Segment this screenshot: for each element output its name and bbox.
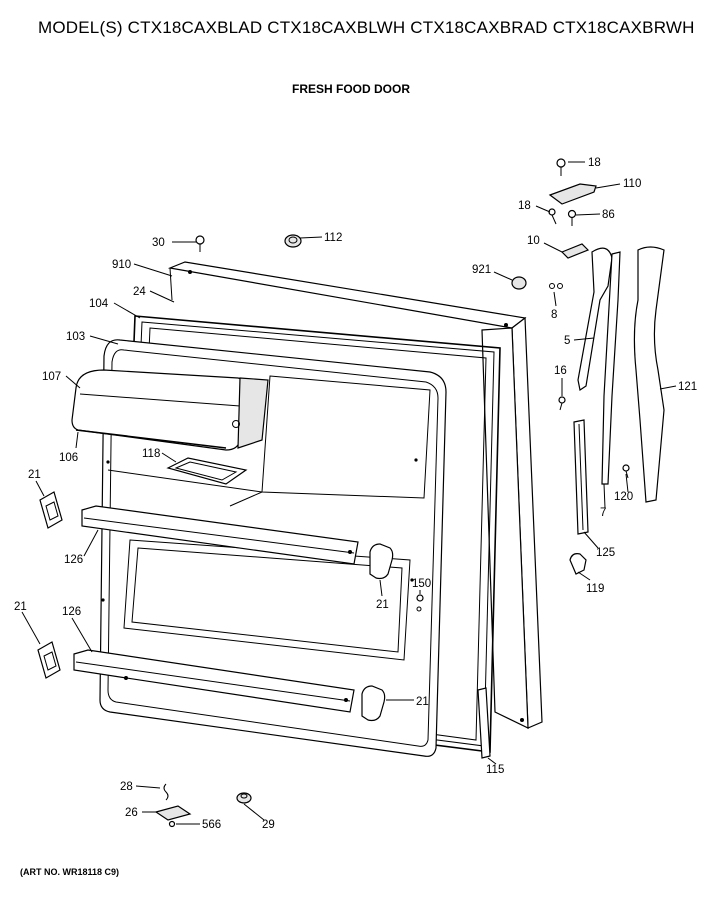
art-number: (ART NO. WR18118 C9)	[20, 867, 120, 877]
leader-lines	[21, 161, 677, 825]
callout-120: 120	[614, 491, 633, 503]
door-handle-121	[633, 246, 665, 503]
callout-21-d: 21	[416, 696, 429, 708]
screw-30	[195, 235, 205, 252]
hinge-bracket-10	[560, 243, 590, 259]
plug-112	[284, 234, 302, 248]
screw-18-top	[556, 158, 566, 176]
section-title: FRESH FOOD DOOR	[292, 82, 411, 96]
callout-86: 86	[602, 209, 615, 221]
callout-28: 28	[120, 781, 133, 793]
callout-566: 566	[202, 819, 221, 831]
callout-150: 150	[412, 578, 431, 590]
callout-18-top: 18	[588, 157, 601, 169]
callout-5: 5	[564, 335, 570, 347]
hinge-pin-8	[549, 283, 563, 289]
callout-110: 110	[623, 178, 641, 190]
callout-24: 24	[133, 286, 146, 298]
door-stop-115	[477, 687, 491, 759]
callout-125: 125	[596, 547, 615, 559]
callout-30: 30	[152, 237, 165, 249]
door-shelf-upper	[81, 505, 359, 565]
model-list-header: MODEL(S) CTX18CAXBLAD CTX18CAXBLWH CTX18…	[38, 18, 695, 37]
screw-120	[622, 464, 630, 479]
screw-18-mid	[548, 208, 557, 225]
callout-21-a: 21	[28, 469, 41, 481]
shelf-end-cap-right-lower	[361, 685, 386, 722]
callout-29: 29	[262, 819, 275, 831]
callout-104: 104	[89, 298, 109, 310]
bracket-26	[154, 805, 192, 821]
door-shelf-lower	[73, 649, 355, 713]
callout-921: 921	[472, 264, 491, 276]
callout-103: 103	[66, 331, 85, 343]
handle-trim-7	[601, 251, 621, 485]
callout-115: 115	[486, 764, 504, 776]
callout-21-c: 21	[14, 601, 27, 613]
callout-910: 910	[112, 259, 131, 271]
shelf-end-cap-right-upper	[369, 543, 394, 580]
screw-16	[558, 396, 566, 411]
callout-107: 107	[42, 371, 61, 383]
callout-112: 112	[324, 232, 342, 244]
screw-566	[168, 820, 176, 828]
butter-tray	[166, 457, 248, 485]
callout-106: 106	[59, 452, 78, 464]
cap-921	[511, 276, 527, 290]
screw-86	[567, 209, 577, 226]
callout-8: 8	[551, 309, 557, 321]
spring-28	[163, 783, 169, 801]
shelf-end-cap-left-upper	[39, 491, 63, 529]
callout-21-b: 21	[376, 599, 389, 611]
plug-150	[416, 594, 424, 612]
callout-16: 16	[554, 365, 567, 377]
shelf-end-cap-left-lower	[37, 641, 61, 679]
callout-26: 26	[125, 807, 138, 819]
bushing-29	[236, 792, 252, 804]
callout-118: 118	[142, 448, 160, 460]
end-cap-119	[569, 553, 587, 575]
handle-strip-125	[573, 419, 589, 535]
callout-labels: 18 110 18 86 10 30 112 910 921 24 104 8 …	[14, 157, 697, 831]
hinge-cover-110	[548, 183, 597, 205]
callout-121: 121	[678, 381, 697, 393]
dairy-compartment-door	[71, 369, 269, 451]
callout-18-mid: 18	[518, 200, 531, 212]
callout-7: 7	[600, 507, 606, 519]
door-outer-shell	[167, 261, 543, 729]
callout-126-b: 126	[62, 606, 81, 618]
callout-126-a: 126	[64, 554, 83, 566]
callout-119: 119	[586, 583, 604, 595]
callout-10: 10	[527, 235, 540, 247]
